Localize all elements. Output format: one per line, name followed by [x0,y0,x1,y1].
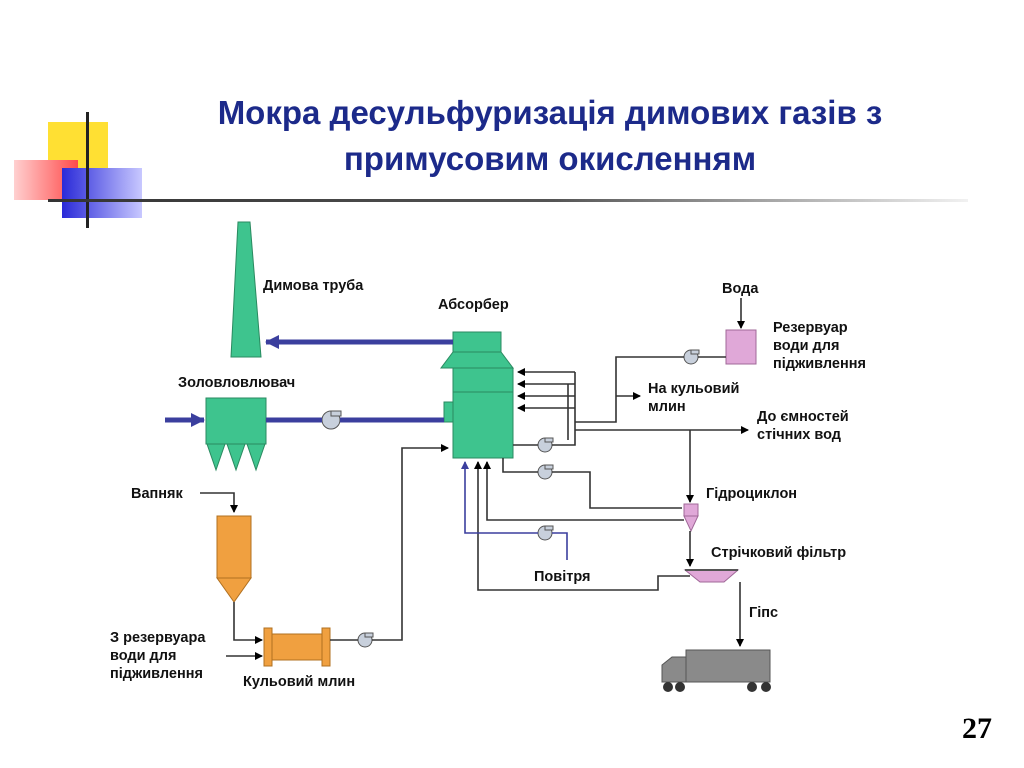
label-feed-tank-line-2: води для [773,338,839,354]
label-chimney: Димова труба [263,278,364,294]
label-feed-tank-line-1: Резервуар [773,320,848,336]
label-absorber: Абсорбер [438,297,509,313]
label-ball-mill: Кульовий млин [243,674,355,690]
label-belt-filter: Стрічковий фільтр [711,545,846,561]
page-number: 27 [962,712,992,745]
hydrocyclone [683,503,699,533]
page-title: Мокра десульфуризація димових газів з пр… [100,90,1000,182]
label-air: Повітря [534,569,590,585]
slurry-pump [357,632,374,648]
oxidation-air-blower [537,525,554,541]
flue-gas-blower [321,410,342,430]
recirculation-pump [537,437,554,453]
label-gypsum: Гіпс [749,605,778,621]
label-feed-tank-line-3: підживлення [773,356,866,372]
ash-collector [205,397,267,472]
label-to-ball-mill-line-1: На кульовий [648,381,739,397]
decor-blue-square [62,168,142,218]
label-limestone: Вапняк [131,486,184,502]
bleed-pump [537,464,554,480]
air-lines [461,461,568,560]
truck [661,649,771,692]
feed-water-pump [683,349,700,365]
label-water: Вода [722,281,759,297]
title-underline [48,199,968,202]
decor-vertical-line [86,112,89,228]
belt-filter [683,569,740,583]
limestone-silo [216,515,252,603]
absorber [440,331,514,459]
title-line-1: Мокра десульфуризація димових газів з [217,94,883,131]
label-from-tank-line-3: підживлення [110,666,203,682]
label-to-ball-mill-line-2: млин [648,399,686,415]
feed-water-tank [725,329,757,365]
chimney [230,221,262,358]
label-from-tank-line-2: води для [110,648,176,664]
label-hydrocyclone: Гідроциклон [706,486,797,502]
label-from-tank-line-1: З резервуара [110,630,206,646]
title-line-2: примусовим окисленням [343,140,757,177]
label-ash-collector: Золовловлювач [178,375,295,391]
process-lines [200,298,749,660]
gas-flow-lines [165,335,453,427]
ball-mill [263,627,331,667]
label-wastewater-line-2: стічних вод [757,427,841,443]
label-wastewater-line-1: До ємностей [757,409,849,425]
